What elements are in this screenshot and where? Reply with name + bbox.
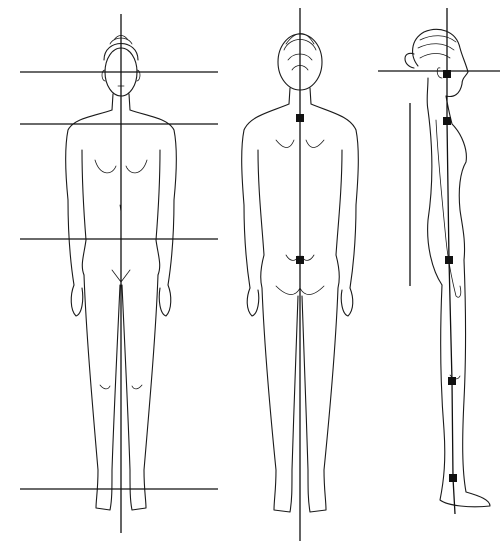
back-right-arm [311,104,358,288]
back-marker-sacrum [296,256,304,264]
side-plumb-line [447,74,455,514]
back-left-arm [242,104,289,288]
side-back-contour [427,78,442,285]
back-guide-lines [296,8,304,541]
front-right-arm-outer [130,110,176,285]
back-left-hand [247,288,259,316]
side-marker-ear [443,70,451,78]
front-right-hand [159,285,171,316]
front-left-arm-outer [66,110,112,285]
back-right-hand [341,288,353,316]
side-marker-shoulder [443,117,451,125]
side-marker-ankle [449,474,457,482]
front-right-leg [122,275,158,510]
front-left-leg [84,275,120,510]
front-guide-lines [20,14,218,533]
back-right-leg [302,288,338,512]
back-left-leg [262,288,298,512]
front-left-hand [71,285,83,316]
back-marker-c7 [296,114,304,122]
side-ear [437,68,442,78]
side-marker-knee [448,377,456,385]
side-hair-detail [418,36,456,58]
side-marker-hip [445,256,453,264]
side-guide-lines [378,8,500,514]
side-leg [440,260,490,507]
